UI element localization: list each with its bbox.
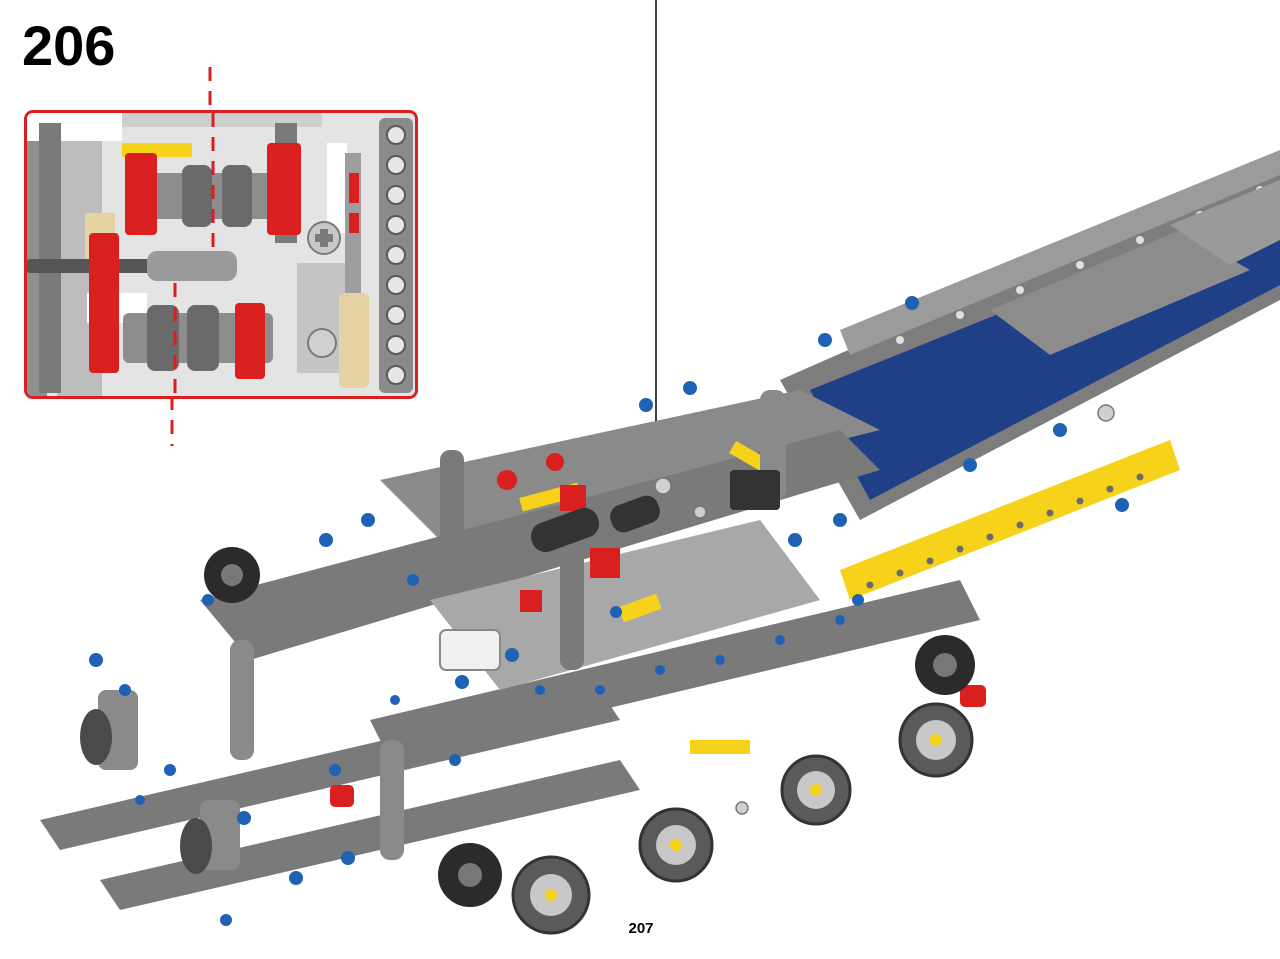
axle-cross-icon [307,221,341,255]
callout-inset [24,110,418,399]
step-number: 206 [22,14,116,77]
page-number: 207 [628,920,654,937]
callout-illustration [27,113,415,396]
